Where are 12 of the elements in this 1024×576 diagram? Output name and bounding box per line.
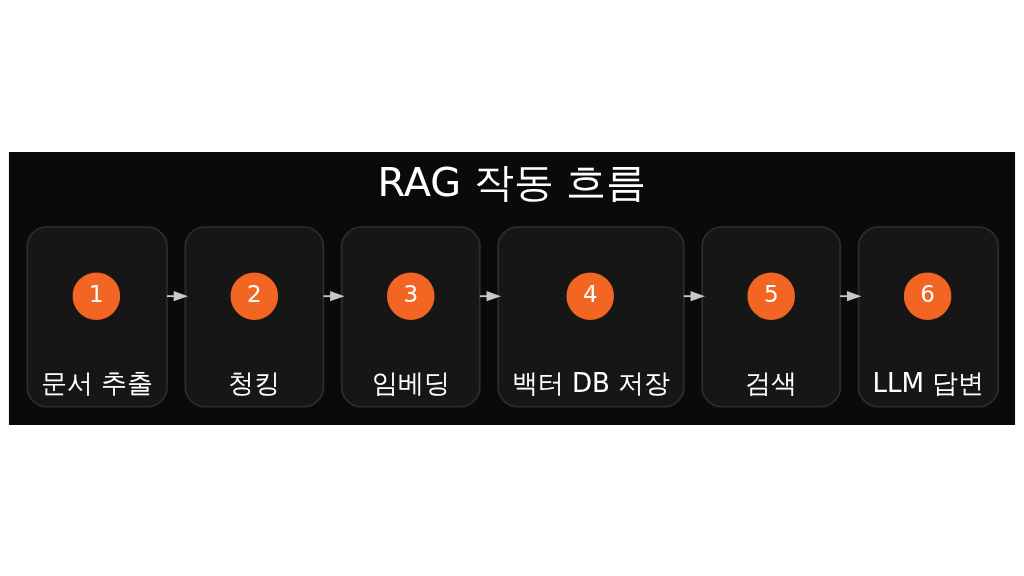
node-circle: 5: [747, 271, 795, 320]
node-circle: 2: [230, 271, 279, 320]
arrow: [322, 290, 345, 301]
arrow: [166, 290, 189, 301]
node-circle: 6: [903, 271, 952, 320]
node-circle: 4: [566, 271, 614, 320]
diagram-title: RAG 작동 흐름: [377, 158, 647, 205]
node-circle: 3: [387, 271, 435, 320]
arrow: [839, 290, 862, 301]
arrow: [478, 290, 501, 301]
node-circle: 1: [72, 271, 121, 320]
arrow: [682, 290, 705, 301]
